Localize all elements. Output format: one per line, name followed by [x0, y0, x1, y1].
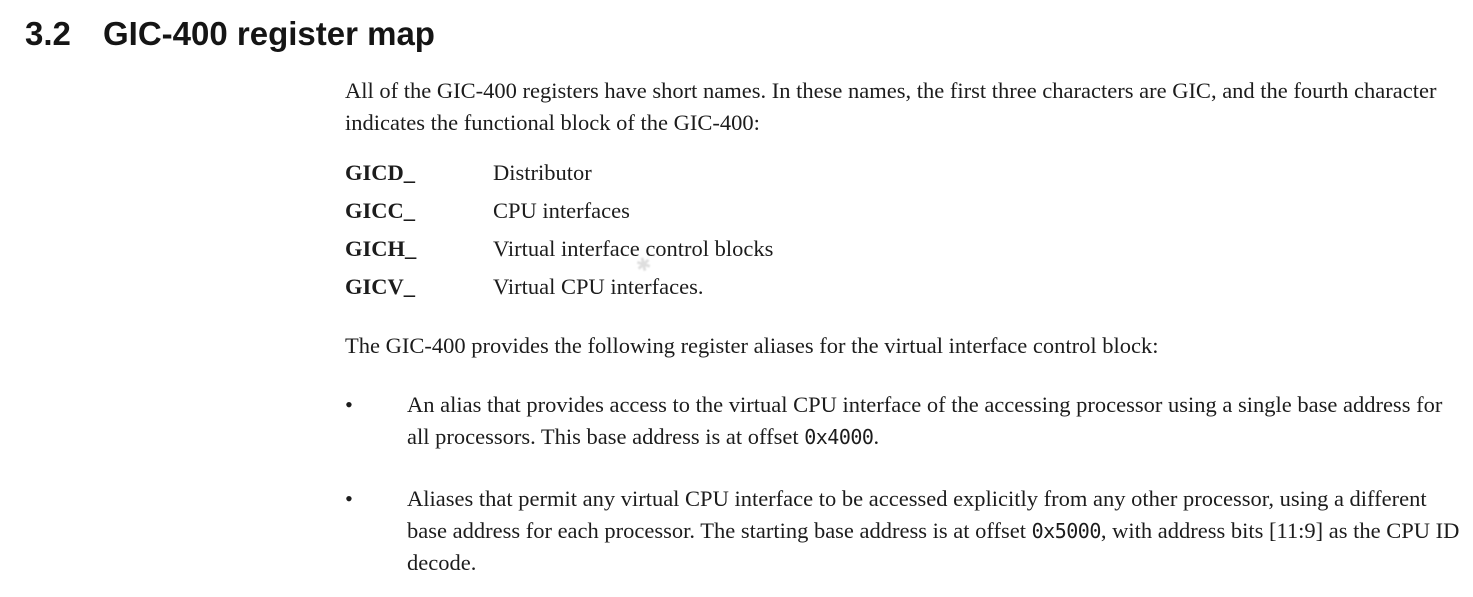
definition-description: Virtual interface control blocks — [493, 236, 774, 261]
section-title: GIC-400 register map — [103, 15, 435, 52]
definition-description: Virtual CPU interfaces. — [493, 274, 704, 299]
aliases-intro-paragraph: The GIC-400 provides the following regis… — [345, 333, 1159, 358]
bullet-text-after: . — [873, 424, 880, 449]
hex-offset-code: 0x5000 — [1031, 519, 1102, 543]
bullet-text-before: An alias that provides access to the vir… — [407, 392, 1443, 449]
bullet-text: An alias that provides access to the vir… — [407, 389, 1465, 453]
definition-term: GICH_ — [345, 236, 417, 261]
alias-bullet-list: • An alias that provides access to the v… — [345, 389, 1465, 579]
definition-row: GICC_ CPU interfaces — [345, 192, 1465, 230]
definition-term: GICD_ — [345, 160, 416, 185]
hex-offset-code: 0x4000 — [804, 425, 874, 449]
definition-row: GICV_ Virtual CPU interfaces. — [345, 268, 1465, 306]
bullet-item: • Aliases that permit any virtual CPU in… — [345, 483, 1465, 579]
bullet-marker: • — [345, 486, 353, 511]
bullet-item: • An alias that provides access to the v… — [345, 389, 1465, 453]
content-column: All of the GIC-400 registers have short … — [345, 75, 1465, 579]
definition-term: GICV_ — [345, 274, 416, 299]
definition-row: GICD_ Distributor — [345, 154, 1465, 192]
definition-description: Distributor — [493, 160, 592, 185]
definition-description: CPU interfaces — [493, 198, 630, 223]
bullet-marker: • — [345, 392, 353, 417]
intro-paragraph: All of the GIC-400 registers have short … — [345, 78, 1437, 135]
register-prefix-list: GICD_ Distributor GICC_ CPU interfaces GIC… — [345, 154, 1465, 306]
bullet-text-before: Aliases that permit any virtual CPU inte… — [407, 486, 1427, 543]
section-heading: 3.2 GIC-400 register map — [25, 14, 435, 54]
section-number: 3.2 — [25, 15, 71, 52]
bullet-text: Aliases that permit any virtual CPU inte… — [407, 483, 1465, 579]
bullet-text-after: , with address bits [11:9] as the CPU ID… — [407, 518, 1460, 575]
definition-term: GICC_ — [345, 198, 416, 223]
definition-row: GICH_ Virtual interface control blocks — [345, 230, 1465, 268]
